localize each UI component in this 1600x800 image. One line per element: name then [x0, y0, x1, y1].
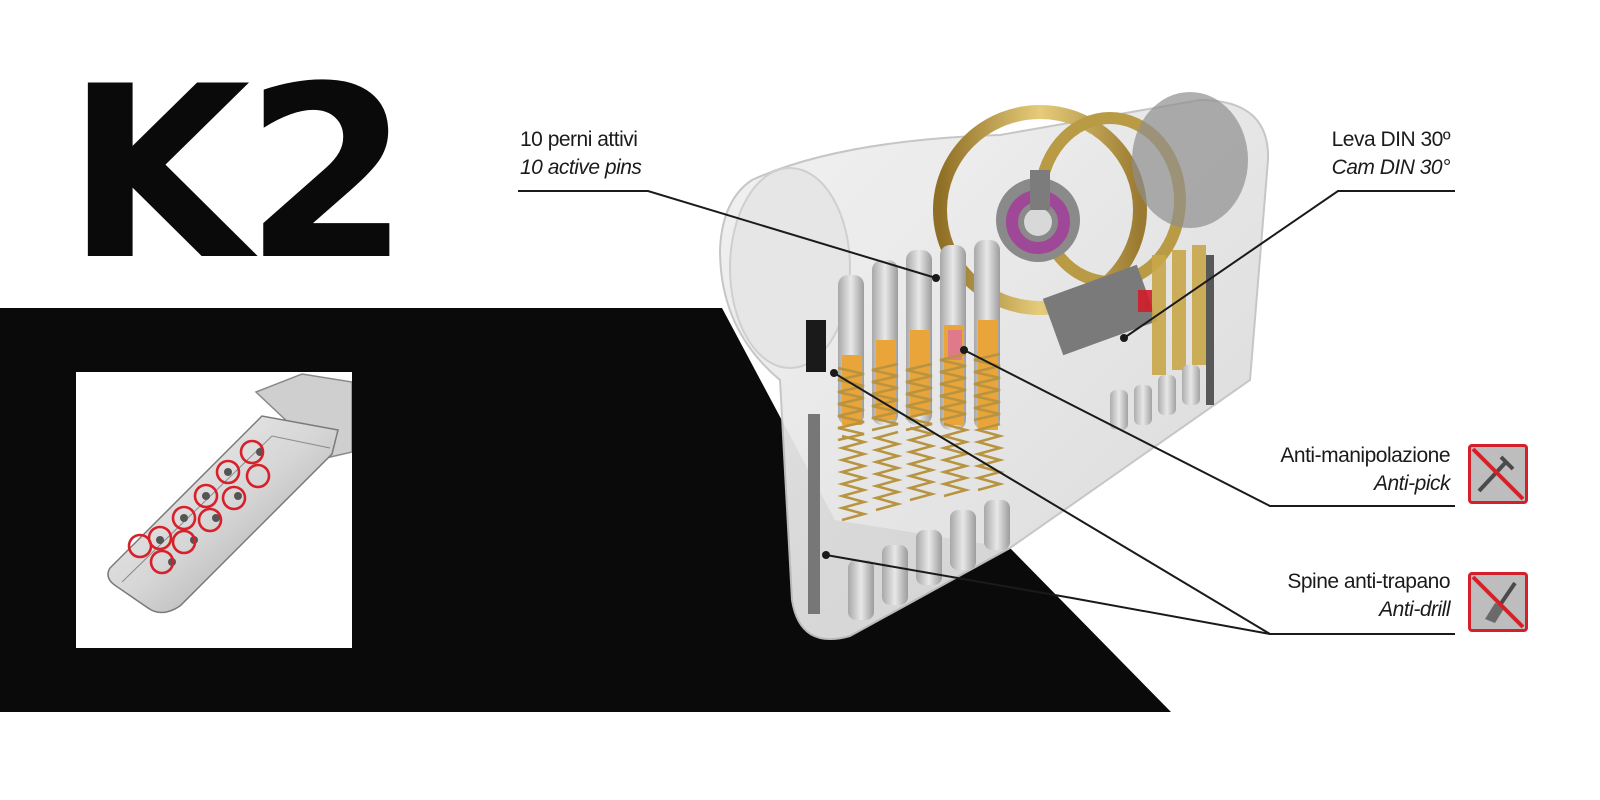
- callout-anti-pick-en: Anti-pick: [1373, 472, 1451, 495]
- callout-active-pins-en: 10 active pins: [520, 156, 642, 179]
- callout-cam: Leva DIN 30º Cam DIN 30°: [1331, 126, 1451, 182]
- callout-cam-en: Cam DIN 30°: [1331, 156, 1451, 179]
- anti-drill-pin: [806, 320, 826, 372]
- rear-pin-stacks: [1110, 245, 1214, 430]
- anti-drill-icon: [1468, 572, 1528, 632]
- callout-anti-drill-it: Spine anti-trapano: [1287, 570, 1450, 593]
- anti-pick-icon: [1468, 444, 1528, 504]
- brand-title: K2: [66, 36, 410, 313]
- key-photo: [76, 372, 352, 648]
- anti-drill-rod: [808, 414, 820, 614]
- callout-active-pins: 10 perni attivi 10 active pins: [520, 126, 642, 182]
- callout-active-pins-it: 10 perni attivi: [520, 128, 638, 151]
- callout-anti-pick: Anti-manipolazione Anti-pick: [1280, 442, 1450, 498]
- callout-anti-drill: Spine anti-trapano Anti-drill: [1287, 568, 1450, 624]
- callout-anti-pick-it: Anti-manipolazione: [1280, 444, 1450, 467]
- cam-assembly: [933, 92, 1248, 356]
- callout-cam-it: Leva DIN 30º: [1331, 128, 1451, 151]
- pin-hole-markers: [127, 439, 271, 575]
- callout-anti-drill-en: Anti-drill: [1379, 598, 1450, 621]
